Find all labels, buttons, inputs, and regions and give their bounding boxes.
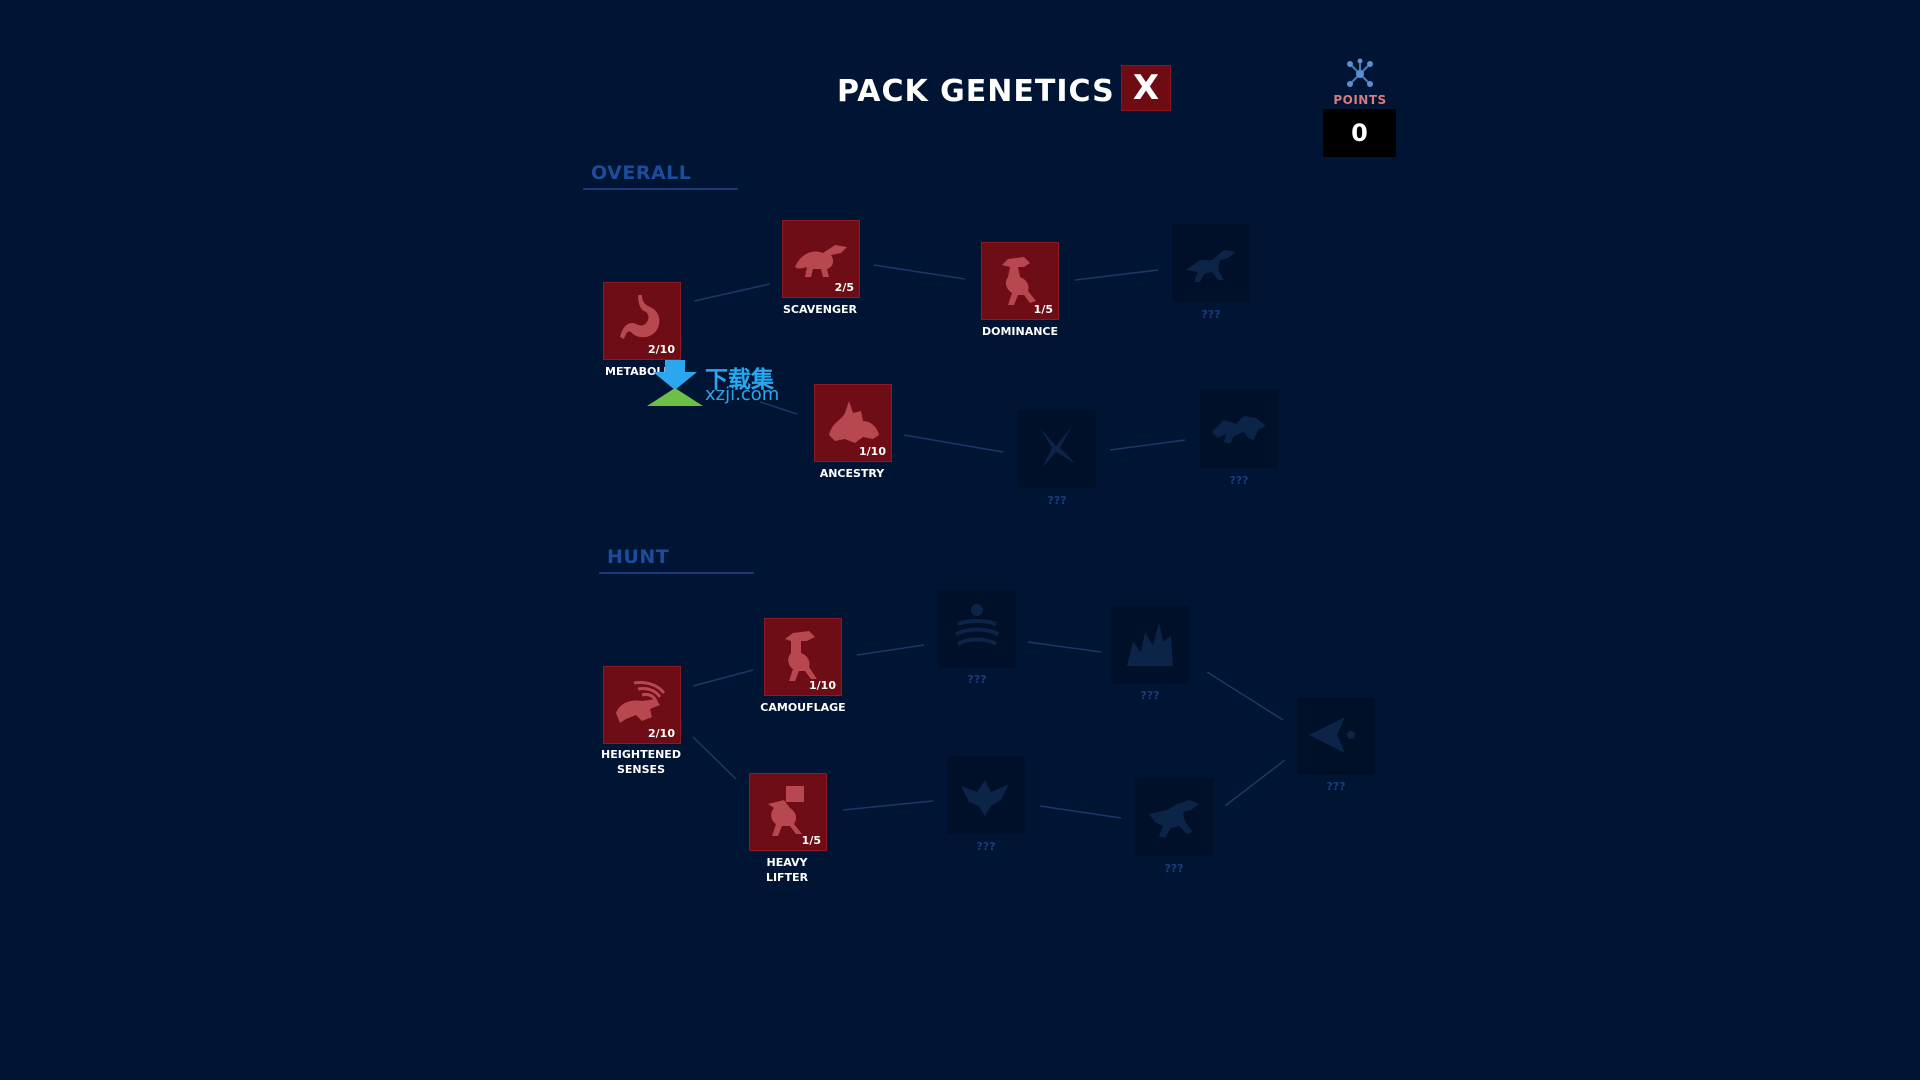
perk-node-heavy-lifter[interactable]: 1/5 bbox=[749, 773, 827, 851]
perk-label: HEIGHTENED SENSES bbox=[581, 747, 701, 777]
section-overall: OVERALL bbox=[583, 162, 738, 190]
perk-label: ??? bbox=[1201, 308, 1221, 321]
points-label: POINTS bbox=[1333, 93, 1387, 107]
watermark-text: 下载集 bbox=[705, 367, 774, 393]
section-underline bbox=[583, 188, 738, 190]
perk-node-locked[interactable] bbox=[1111, 606, 1189, 684]
perk-node-locked[interactable] bbox=[1172, 224, 1250, 302]
perk-label: ??? bbox=[1326, 780, 1346, 793]
perk-label: ??? bbox=[1164, 862, 1184, 875]
section-hunt: HUNT bbox=[599, 546, 754, 574]
perk-label: CAMOUFLAGE bbox=[760, 701, 846, 714]
perk-node-locked[interactable] bbox=[1297, 697, 1375, 775]
bird-icon bbox=[961, 780, 1009, 816]
perk-level: 2/5 bbox=[834, 281, 854, 294]
scent-icon bbox=[955, 604, 999, 646]
perk-label: HEAVY LIFTER bbox=[727, 855, 847, 885]
watermark-logo-icon bbox=[647, 360, 703, 406]
perk-node-locked[interactable] bbox=[947, 756, 1025, 834]
watermark-url: xzji.com bbox=[705, 384, 780, 405]
perk-label: ANCESTRY bbox=[819, 467, 885, 480]
camo-raptor-icon bbox=[785, 631, 817, 681]
perk-label: ??? bbox=[1229, 474, 1249, 487]
page-title: PACK GENETICS bbox=[837, 74, 1115, 109]
perk-node-dominance[interactable]: 1/5 bbox=[981, 242, 1059, 320]
stomach-icon bbox=[620, 295, 660, 339]
dna-network-icon bbox=[1347, 58, 1373, 87]
perk-node-locked[interactable] bbox=[938, 590, 1016, 668]
perk-level: 1/10 bbox=[809, 679, 836, 692]
perk-label: SCAVENGER bbox=[782, 303, 857, 316]
claw-icon bbox=[1040, 426, 1076, 468]
perk-label: ??? bbox=[1140, 689, 1160, 702]
raptor-silhouette-icon bbox=[1186, 250, 1236, 282]
perk-node-locked[interactable] bbox=[1200, 390, 1278, 468]
dino-head-icon bbox=[616, 681, 666, 723]
perk-level: 1/5 bbox=[1033, 303, 1053, 316]
points-value: 0 bbox=[1323, 109, 1396, 157]
perk-level: 1/5 bbox=[801, 834, 821, 847]
perk-label-line: LIFTER bbox=[765, 871, 809, 884]
perk-label: ??? bbox=[976, 840, 996, 853]
section-hunt-label: HUNT bbox=[607, 546, 670, 568]
perk-label-line: HEAVY bbox=[766, 856, 808, 869]
fire-icon bbox=[1127, 622, 1173, 666]
perk-node-camouflage[interactable]: 1/10 bbox=[764, 618, 842, 696]
perk-node-heightened-senses[interactable]: 2/10 bbox=[603, 666, 681, 744]
perk-node-locked[interactable] bbox=[1135, 778, 1213, 856]
pack-icon bbox=[1212, 416, 1266, 444]
perk-level: 2/10 bbox=[648, 343, 675, 356]
perk-label: METABOLI bbox=[605, 365, 668, 378]
section-underline bbox=[599, 572, 754, 574]
perk-label-line: HEIGHTENED bbox=[601, 748, 681, 761]
perk-node-metabolism[interactable]: 2/10 bbox=[603, 282, 681, 360]
perk-label-line: SENSES bbox=[616, 763, 665, 776]
eye-icon bbox=[1309, 717, 1355, 753]
perk-node-scavenger[interactable]: 2/5 bbox=[782, 220, 860, 298]
close-button[interactable]: X bbox=[1121, 65, 1171, 111]
running-raptor-icon bbox=[1149, 800, 1199, 838]
scavenger-dino-icon bbox=[795, 245, 847, 277]
perk-label: ??? bbox=[1047, 494, 1067, 507]
raptor-icon bbox=[1002, 257, 1036, 305]
ancestry-icon bbox=[829, 401, 879, 443]
perk-label: DOMINANCE bbox=[981, 325, 1059, 338]
section-overall-label: OVERALL bbox=[591, 162, 692, 184]
perk-node-ancestry[interactable]: 1/10 bbox=[814, 384, 892, 462]
perk-level: 1/10 bbox=[859, 445, 886, 458]
perk-node-locked[interactable] bbox=[1018, 410, 1096, 488]
perk-level: 2/10 bbox=[648, 727, 675, 740]
perk-label: ??? bbox=[967, 673, 987, 686]
lifter-raptor-icon bbox=[768, 786, 804, 836]
